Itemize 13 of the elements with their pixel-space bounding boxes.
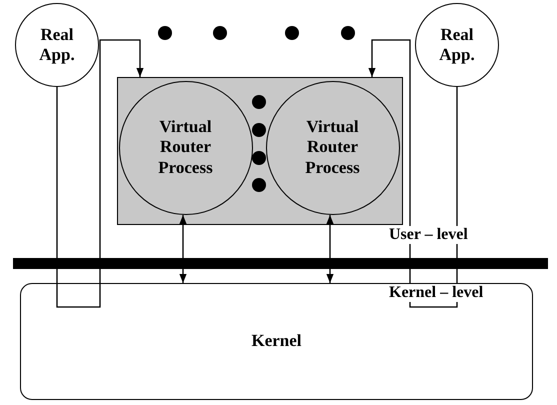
node-label: Real App. <box>38 24 76 66</box>
rectangle-panel <box>117 77 403 225</box>
rounded-box <box>20 283 533 400</box>
double-arrow <box>326 215 334 283</box>
double-arrow <box>179 215 187 283</box>
node-label: Real App. <box>438 24 476 66</box>
node-label: Kernel <box>250 331 303 352</box>
arrow <box>368 39 411 283</box>
node-label: Virtual Router Process <box>304 116 361 178</box>
level-label: Kernel – level <box>388 284 484 302</box>
arrow <box>99 39 144 283</box>
node-label: Virtual Router Process <box>157 116 214 178</box>
level-label: User – level <box>388 226 469 244</box>
